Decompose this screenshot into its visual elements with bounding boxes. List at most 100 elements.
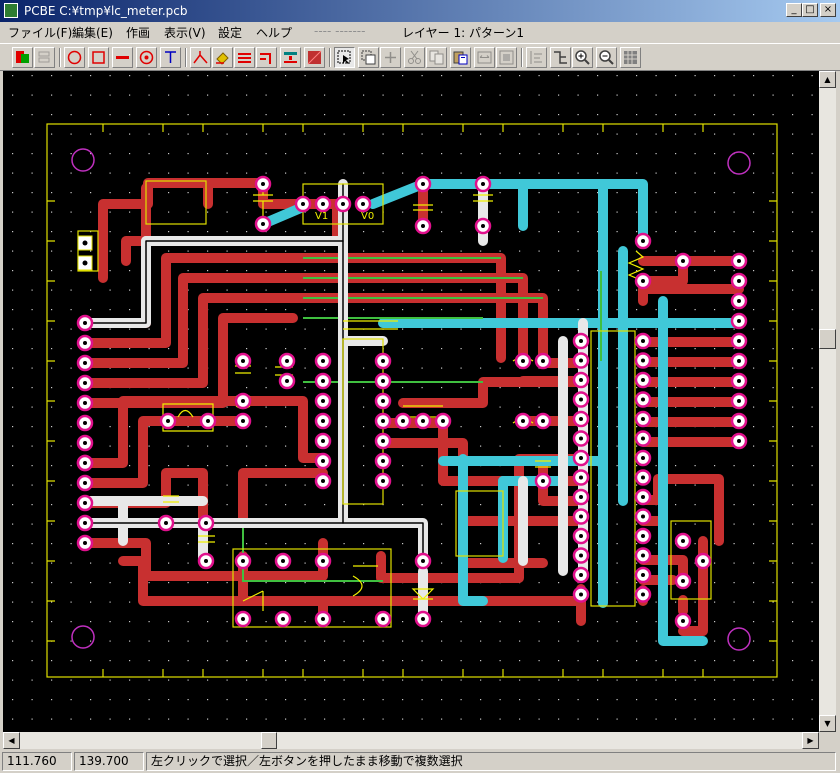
pad-hole <box>641 514 645 519</box>
pad-hole <box>341 202 345 206</box>
eraser-button[interactable] <box>212 47 233 68</box>
scroll-down-button[interactable]: ▼ <box>819 715 836 732</box>
mounting-holes <box>71 148 751 651</box>
bus-tool-button[interactable] <box>234 47 255 68</box>
pad-hole <box>261 182 265 186</box>
vertical-scrollbar[interactable]: ▲ ▼ <box>819 71 836 732</box>
pad-hole <box>737 419 741 423</box>
fill-tool-button[interactable] <box>304 47 325 68</box>
pad-hole <box>737 339 741 343</box>
paste-button[interactable] <box>450 47 471 68</box>
text-tool-button[interactable] <box>160 47 181 68</box>
pad-hole <box>579 553 583 558</box>
pad-hole <box>83 381 87 385</box>
vertical-scroll-thumb[interactable] <box>819 329 836 349</box>
window-frame <box>0 71 3 750</box>
pad-hole <box>83 481 87 485</box>
horizontal-scrollbar[interactable]: ◀ ▶ <box>3 732 819 749</box>
pad-hole <box>737 399 741 403</box>
grid-button[interactable] <box>620 47 641 68</box>
pad-hole <box>321 202 325 206</box>
pad-hole <box>381 359 385 363</box>
pad-hole <box>681 579 685 583</box>
copy-button[interactable] <box>426 47 447 68</box>
pad-hole <box>321 559 325 563</box>
app-icon[interactable] <box>4 3 18 18</box>
menu-edit[interactable]: 編集(E) <box>72 26 113 40</box>
rotate-button[interactable] <box>358 47 379 68</box>
menu-settings[interactable]: 設定 <box>218 26 243 40</box>
bend-tool-button[interactable] <box>256 47 277 68</box>
pad-hole <box>381 399 385 403</box>
pad-hole <box>321 379 325 383</box>
scroll-right-button[interactable]: ▶ <box>802 732 819 749</box>
pad-hole <box>381 459 385 463</box>
pad-hole <box>241 359 245 363</box>
pad-hole <box>579 339 583 343</box>
toolbar-separator <box>329 48 331 67</box>
window-title: PCBE C:¥tmp¥lc_meter.pcb <box>24 4 188 18</box>
minimize-button[interactable]: _ <box>786 3 802 17</box>
pcb-canvas[interactable]: V1 V0 <box>3 71 819 732</box>
pad-hole <box>737 359 741 363</box>
pad-hole <box>285 359 289 363</box>
via-tool-button[interactable] <box>280 47 301 68</box>
scroll-left-button[interactable]: ◀ <box>3 732 20 749</box>
pad-hole <box>579 495 583 499</box>
move-button[interactable] <box>380 47 401 68</box>
mirror-button[interactable] <box>474 47 495 68</box>
pad-hole <box>641 573 645 577</box>
layer-stack-icon <box>38 51 50 63</box>
rect-tool-button[interactable] <box>88 47 109 68</box>
pad-hole <box>579 573 583 577</box>
menu-file[interactable]: ファイル(F) <box>8 26 73 40</box>
layer-color-icon <box>16 51 29 63</box>
align-button[interactable] <box>526 47 547 68</box>
zoom-in-icon <box>575 50 590 65</box>
pad-hole <box>641 417 645 421</box>
menu-view[interactable]: 表示(V) <box>164 26 206 40</box>
pad-hole <box>281 559 285 563</box>
select-tool-button[interactable] <box>334 47 355 68</box>
menu-disabled-item: ---- ------- <box>314 24 366 38</box>
close-button[interactable]: × <box>820 3 836 17</box>
cut-button[interactable] <box>404 47 425 68</box>
eraser-icon <box>216 52 229 65</box>
menu-help[interactable]: ヘルプ <box>256 26 293 40</box>
pad-hole <box>361 202 365 206</box>
pad-hole <box>641 397 645 402</box>
pad-hole <box>641 495 645 499</box>
pad-hole <box>421 559 425 563</box>
pad-hole <box>541 419 545 423</box>
layer-color-button[interactable] <box>12 47 33 68</box>
pad-hole <box>241 559 245 563</box>
horizontal-scroll-thumb[interactable] <box>261 732 277 749</box>
pad-hole <box>579 456 583 460</box>
status-bar: 111.760 139.700 左クリックで選択／左ボタンを押したまま移動で複数… <box>0 750 840 773</box>
fill-tool-icon <box>307 50 322 65</box>
maximize-button[interactable]: □ <box>802 3 818 17</box>
group-button[interactable] <box>496 47 517 68</box>
pad-hole <box>82 240 88 246</box>
zoom-in-button[interactable] <box>572 47 593 68</box>
pad-hole <box>681 619 685 623</box>
pad-hole <box>737 279 741 283</box>
pad-hole <box>401 419 405 423</box>
pad-hole <box>166 419 170 423</box>
net-button[interactable] <box>550 47 571 68</box>
pad-tool-button[interactable] <box>136 47 157 68</box>
zoom-out-button[interactable] <box>596 47 617 68</box>
pad-hole <box>681 259 685 263</box>
circle-tool-icon <box>67 50 82 65</box>
text-labels: V1 V0 <box>315 211 374 222</box>
layer-stack-button[interactable] <box>34 47 55 68</box>
pad-hole <box>641 378 645 382</box>
scroll-up-button[interactable]: ▲ <box>819 71 836 88</box>
menu-draw[interactable]: 作画 <box>126 26 151 40</box>
line-tool-icon <box>116 56 129 59</box>
text-tool-icon <box>165 51 176 63</box>
pad-hole <box>579 534 583 538</box>
line-tool-button[interactable] <box>112 47 133 68</box>
circle-tool-button[interactable] <box>64 47 85 68</box>
junction-tool-button[interactable] <box>190 47 211 68</box>
